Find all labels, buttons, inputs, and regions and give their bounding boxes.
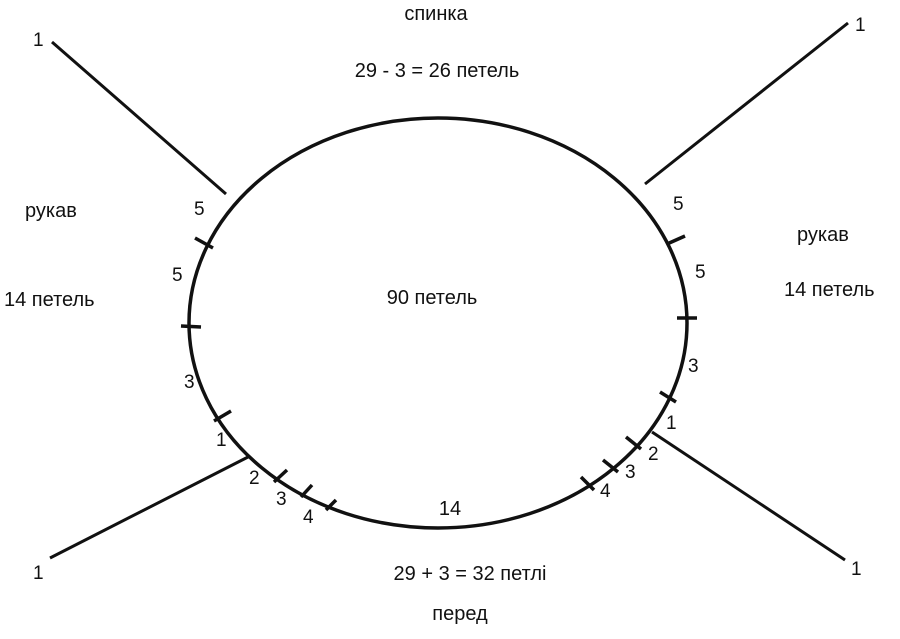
center-label: 90 петель [387, 287, 478, 309]
right-segment-1: 5 [673, 194, 684, 215]
sleeve-left-count: 14 петель [4, 289, 95, 311]
back-formula: 29 - 3 = 26 петель [355, 60, 520, 82]
sleeve-right-label: рукав [797, 224, 849, 246]
back-label: спинка [404, 3, 468, 25]
yoke-circle [187, 116, 689, 530]
marker-left-6 [324, 498, 338, 512]
right-segment-3: 3 [688, 356, 699, 377]
right-segment-5: 2 [648, 444, 659, 465]
raglan-line-top-left [51, 40, 227, 196]
marker-left-1 [194, 236, 214, 250]
marker-right-5 [601, 458, 620, 474]
left-segment-4: 1 [216, 430, 227, 451]
left-segment-2: 5 [172, 265, 183, 286]
sleeve-left-label: рукав [25, 200, 77, 222]
raglan-num-bottom-right: 1 [851, 559, 862, 580]
marker-left-3 [213, 409, 232, 423]
left-segment-5: 2 [249, 468, 260, 489]
marker-right-1 [666, 234, 686, 246]
right-segment-2: 5 [695, 262, 706, 283]
right-segment-6: 3 [625, 462, 636, 483]
left-segment-3: 3 [184, 372, 195, 393]
raglan-line-top-right [644, 21, 849, 186]
raglan-line-bottom-left [49, 454, 251, 560]
left-segment-6: 3 [276, 489, 287, 510]
raglan-line-bottom-right [651, 430, 846, 562]
left-segment-7: 4 [303, 507, 314, 528]
marker-left-5 [299, 483, 314, 499]
front-label: перед [432, 603, 488, 625]
marker-right-6 [579, 475, 596, 492]
right-segment-7: 4 [600, 481, 611, 502]
raglan-num-top-left: 1 [33, 30, 44, 51]
marker-right-4 [624, 435, 643, 451]
sleeve-right-count: 14 петель [784, 279, 875, 301]
front-count: 14 [439, 498, 461, 520]
raglan-num-bottom-left: 1 [33, 563, 44, 584]
raglan-num-top-right: 1 [855, 15, 866, 36]
left-segment-1: 5 [194, 199, 205, 220]
front-formula: 29 + 3 = 32 петлі [394, 563, 547, 585]
marker-left-4 [272, 468, 289, 484]
marker-right-3 [659, 390, 677, 404]
right-segment-4: 1 [666, 413, 677, 434]
marker-left-2 [180, 324, 202, 329]
